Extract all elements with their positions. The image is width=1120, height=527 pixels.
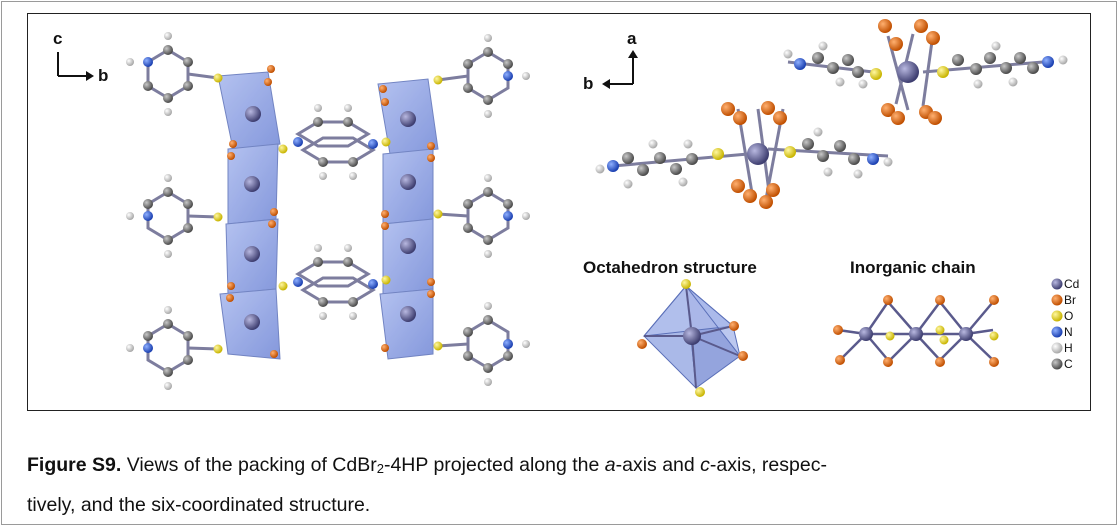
cd-atoms-left-panel	[244, 106, 416, 330]
figure-caption: Figure S9. Views of the packing of CdBr2…	[27, 447, 1097, 524]
caption-axis-c: c	[700, 454, 710, 476]
inorganic-chain-diagram	[833, 295, 999, 367]
ligand-atoms-left-panel	[126, 32, 530, 390]
caption-text-2: -4HP projected along the	[383, 454, 605, 476]
br-atoms-left-panel	[226, 65, 435, 358]
right-axis-a-label: a	[627, 29, 637, 48]
caption-text-1: Views of the packing of CdBr	[121, 454, 377, 476]
svg-text:O: O	[1064, 309, 1073, 323]
caption-text-5: tively, and the six-coordinated structur…	[27, 494, 371, 516]
caption-text-4: -axis, respec-	[709, 454, 827, 476]
svg-text:C: C	[1064, 357, 1073, 371]
svg-text:Cd: Cd	[1064, 277, 1079, 291]
right-axis-b-label: b	[583, 74, 593, 93]
legend-item-o: O	[1051, 309, 1073, 323]
legend-item-cd: Cd	[1051, 277, 1079, 291]
legend-item-h: H	[1051, 341, 1073, 355]
figure-panel: c b	[27, 13, 1091, 411]
ligands-left-panel	[146, 48, 510, 374]
svg-text:N: N	[1064, 325, 1073, 339]
caption-figure-label: Figure S9.	[27, 454, 122, 476]
inorganic-chain-label: Inorganic chain	[850, 258, 976, 277]
molecule-upper-right	[783, 19, 1068, 125]
caption-subscript: 2	[376, 461, 384, 476]
left-axes-indicator: c b	[53, 29, 108, 85]
svg-text:H: H	[1064, 341, 1073, 355]
left-axis-b-label: b	[98, 66, 108, 85]
svg-text:Br: Br	[1064, 293, 1076, 307]
caption-text-3: -axis and	[615, 454, 701, 476]
figure-illustration: c b	[53, 19, 1079, 397]
octahedron-diagram	[637, 279, 748, 397]
right-axes-indicator: a b	[583, 29, 638, 93]
atom-legend: Cd Br O N H C	[1051, 277, 1079, 371]
legend-item-c: C	[1051, 357, 1073, 371]
molecule-middle-right	[595, 101, 893, 209]
legend-item-n: N	[1051, 325, 1073, 339]
legend-item-br: Br	[1051, 293, 1076, 307]
caption-axis-a: a	[604, 454, 616, 476]
left-axis-c-label: c	[53, 29, 62, 48]
polyhedra-chain-right	[377, 78, 439, 360]
octahedron-structure-label: Octahedron structure	[583, 258, 757, 277]
